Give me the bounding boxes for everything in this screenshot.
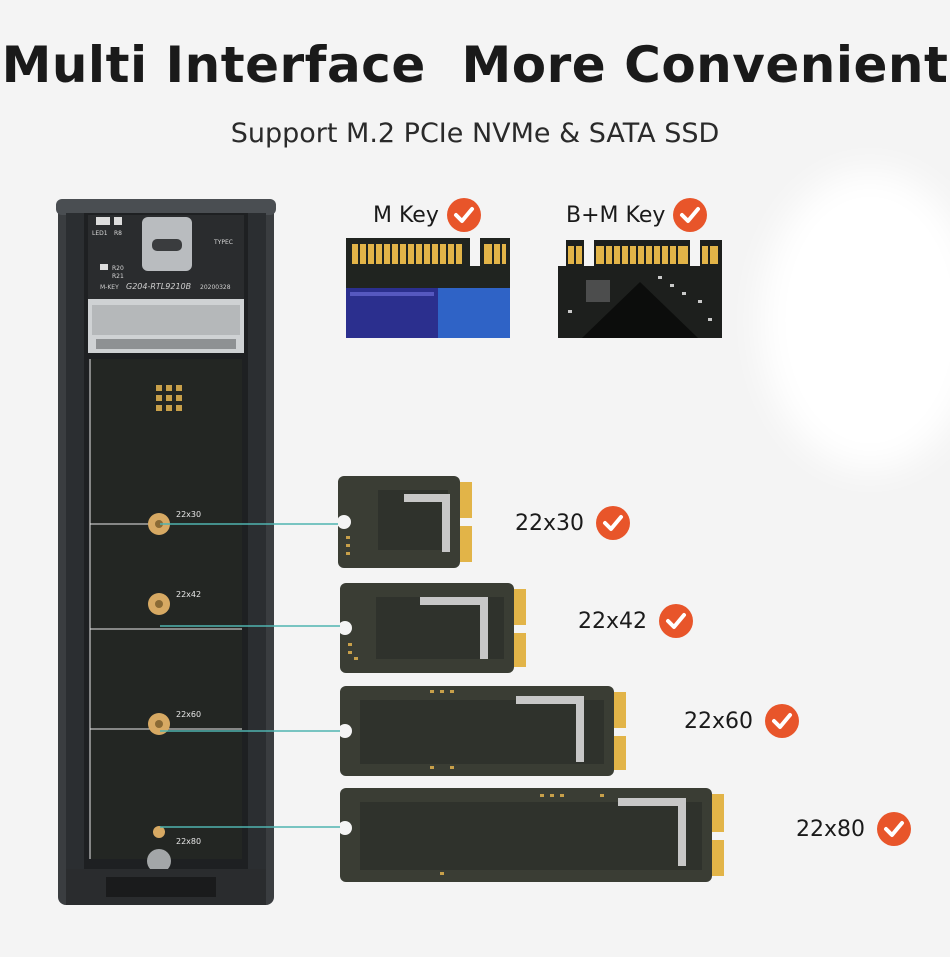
check-icon (596, 506, 631, 540)
size-label-22x60: 22x60 (684, 704, 800, 738)
mark-22x30: 22x30 (176, 510, 201, 519)
silk-model: G204-RTL9210B (126, 282, 191, 291)
key-label-bm: B+M Key (566, 198, 708, 232)
check-icon (673, 198, 708, 232)
mount-screw (147, 849, 171, 873)
silk-r21: R21 (112, 273, 124, 280)
background-highlight (760, 170, 950, 470)
key-label-m-text: M Key (373, 202, 439, 228)
silk-typec: TYPEC (213, 239, 233, 246)
ssd-22x42 (340, 583, 526, 673)
check-icon (765, 704, 800, 738)
ssd-22x80 (340, 788, 724, 882)
mark-22x42: 22x42 (176, 590, 201, 599)
silk-date: 20200328 (200, 284, 231, 291)
size-label-22x80: 22x80 (796, 812, 912, 846)
standoff-22x80 (153, 826, 165, 838)
size-label-22x30-text: 22x30 (515, 510, 585, 536)
ssd-m-key (346, 238, 510, 338)
ssd-enclosure: LED1 R8 R20 R21 TYPEC M-KEY G204-RTL9210… (56, 199, 276, 905)
silk-r20: R20 (112, 265, 124, 272)
silk-led: LED1 (92, 230, 108, 237)
key-label-m: M Key (373, 198, 481, 232)
check-icon (659, 604, 694, 638)
mark-22x60: 22x60 (176, 710, 201, 719)
mark-22x80: 22x80 (176, 837, 201, 846)
page-subtitle: Support M.2 PCIe NVMe & SATA SSD (230, 118, 720, 149)
size-label-22x42-text: 22x42 (578, 608, 648, 634)
key-label-bm-text: B+M Key (566, 202, 666, 228)
size-label-22x80-text: 22x80 (796, 816, 866, 842)
silk-mkey: M-KEY (100, 284, 119, 291)
silk-r8: R8 (114, 230, 122, 237)
size-connector-lines (160, 523, 345, 828)
check-icon (446, 198, 481, 232)
ssd-22x30 (338, 476, 472, 568)
size-label-22x42: 22x42 (578, 604, 694, 638)
check-icon (877, 812, 912, 846)
size-label-22x30: 22x30 (515, 506, 631, 540)
ssd-bm-key (558, 240, 722, 338)
size-label-22x60-text: 22x60 (684, 708, 754, 734)
page-title: Multi Interface More Convenient (1, 36, 949, 94)
ssd-22x60 (340, 686, 626, 776)
